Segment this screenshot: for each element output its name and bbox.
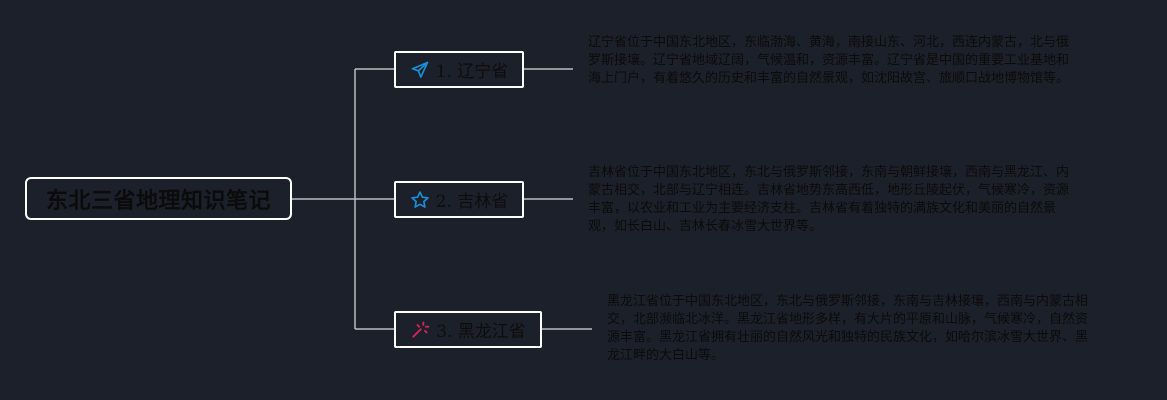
- root-topic[interactable]: 东北三省地理知识笔记: [25, 177, 292, 220]
- paper-plane-icon: [410, 60, 430, 80]
- branch-node-liaoning[interactable]: 1. 辽宁省: [394, 51, 524, 88]
- star-icon: [410, 190, 430, 210]
- branch-label: 1. 辽宁省: [435, 62, 509, 82]
- root-title: 东北三省地理知识笔记: [45, 188, 271, 214]
- description-heilongjiang: 黑龙江省位于中国东北地区，东北与俄罗斯邻接，东南与吉林接壤，西南与内蒙古相交，北…: [607, 294, 1089, 363]
- branch-label: 3. 黑龙江省: [436, 322, 526, 342]
- description-jilin: 吉林省位于中国东北地区，东北与俄罗斯邻接，东南与朝鲜接壤，西南与黑龙江、内蒙古相…: [588, 165, 1070, 234]
- description-liaoning: 辽宁省位于中国东北地区，东临渤海、黄海，南接山东、河北，西连内蒙古，北与俄罗斯接…: [588, 35, 1070, 86]
- branch-label: 2. 吉林省: [435, 192, 509, 212]
- branch-node-jilin[interactable]: 2. 吉林省: [394, 181, 524, 218]
- magic-wand-icon: [410, 320, 430, 340]
- branch-node-heilongjiang[interactable]: 3. 黑龙江省: [394, 311, 542, 348]
